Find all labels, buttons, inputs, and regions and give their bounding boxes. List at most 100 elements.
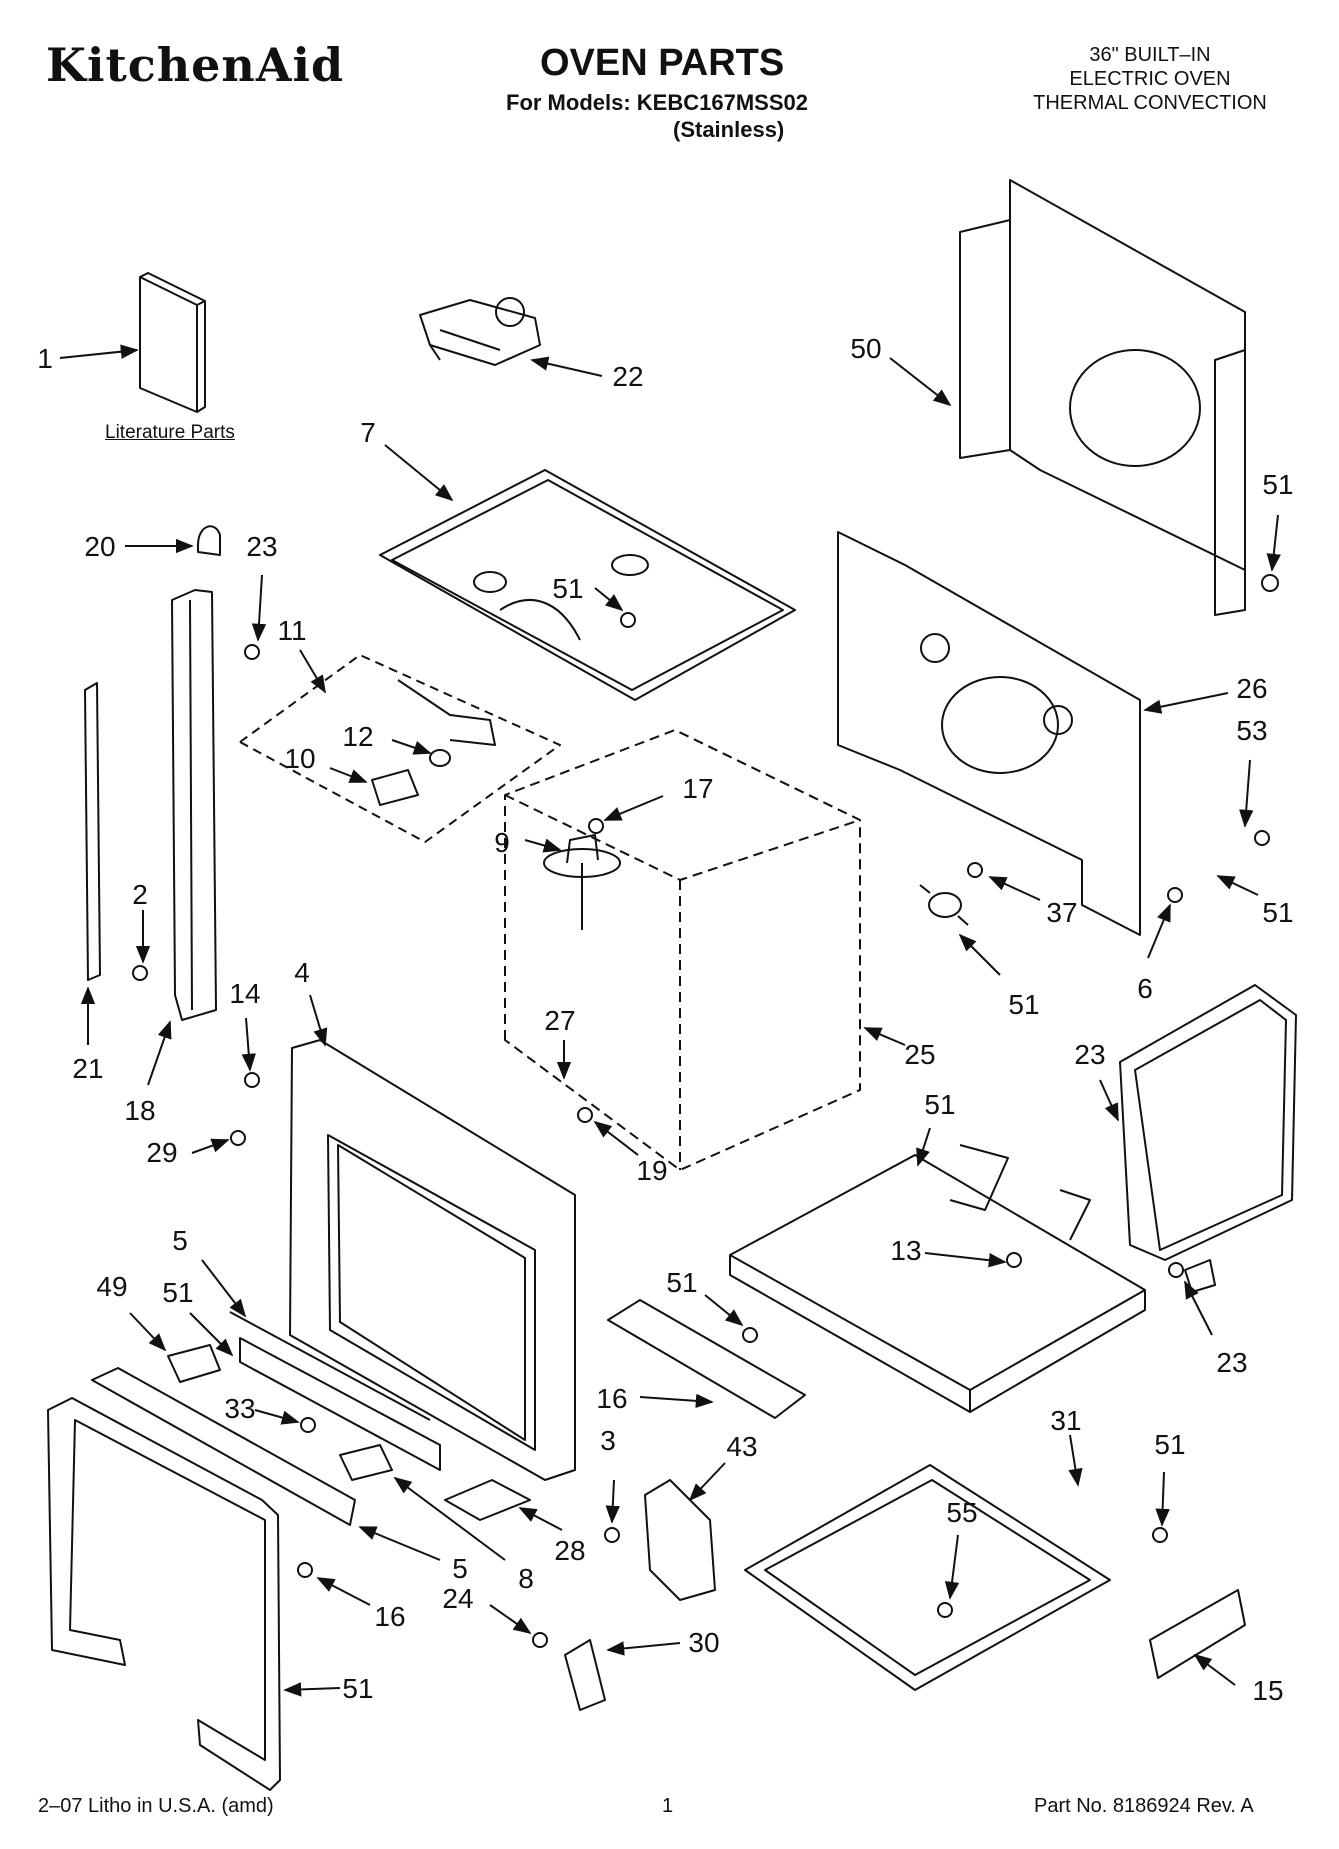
spec-line: 36" BUILT–IN — [1089, 44, 1211, 66]
page-number: 1 — [662, 1795, 674, 1817]
leader-line — [688, 1462, 726, 1502]
part-callout: 51 — [162, 1277, 193, 1308]
leader-line — [958, 933, 1001, 976]
screw-part — [1261, 574, 1279, 592]
variant-label: (Stainless) — [673, 117, 785, 142]
leader-line — [241, 1017, 256, 1072]
trim-strip-part — [229, 1311, 431, 1421]
part-callout: 6 — [1137, 973, 1153, 1004]
leader-line — [1068, 1434, 1083, 1487]
part-callout: 50 — [850, 333, 881, 364]
part-callout: 23 — [246, 531, 277, 562]
lens-part — [371, 769, 419, 806]
leader-line — [384, 444, 454, 502]
part-callout: 23 — [1216, 1347, 1247, 1378]
vent-strip-part — [91, 1367, 356, 1526]
spacer-block-part — [339, 1444, 393, 1481]
leader-line — [1193, 1653, 1236, 1686]
hinge-bracket-part — [644, 1479, 716, 1601]
models-line: For Models: KEBC167MSS02 — [506, 90, 808, 115]
part-callout: 15 — [1252, 1675, 1283, 1706]
rear-panel-part — [959, 179, 1246, 616]
leader-line — [316, 1577, 371, 1606]
leader-line — [1239, 759, 1254, 828]
part-callout: 27 — [544, 1005, 575, 1036]
part-callout: 13 — [890, 1235, 921, 1266]
screw-part — [742, 1327, 758, 1343]
spec-line: ELECTRIC OVEN — [1069, 68, 1231, 90]
top-panel-part — [379, 469, 796, 701]
leader-line — [59, 344, 139, 359]
leader-line — [988, 876, 1041, 901]
leader-line — [606, 1641, 681, 1656]
screw-part — [244, 644, 260, 660]
part-callout: 55 — [946, 1497, 977, 1528]
leader-line — [329, 767, 368, 783]
leader-line — [704, 1294, 744, 1327]
brand-logo: KitchenAid — [46, 38, 345, 92]
leader-line — [189, 1312, 234, 1357]
front-frame-side-part — [171, 589, 217, 1021]
leader-line — [129, 1312, 167, 1352]
part-callout: 43 — [726, 1431, 757, 1462]
screw-part — [244, 1072, 260, 1088]
part-callout: 19 — [636, 1155, 667, 1186]
leader-line — [863, 1027, 906, 1046]
leader-line — [924, 1252, 1007, 1268]
leader-line — [594, 587, 624, 612]
leader-line — [201, 1259, 247, 1318]
leader-line — [358, 1526, 441, 1561]
part-callout: 51 — [1262, 897, 1293, 928]
leader-line — [147, 1020, 172, 1086]
bottom-shield-part — [729, 1144, 1146, 1413]
part-callout: 33 — [224, 1393, 255, 1424]
clip-part — [1184, 1259, 1216, 1293]
part-callout: 8 — [518, 1563, 534, 1594]
leader-line — [393, 1476, 506, 1561]
lamp-socket-part — [397, 679, 496, 767]
leader-line — [639, 1393, 714, 1409]
part-callout: 30 — [688, 1627, 719, 1658]
part-callout: 10 — [284, 743, 315, 774]
part-callout: 25 — [904, 1039, 935, 1070]
literature-parts-label: Literature Parts — [105, 422, 235, 443]
part-callout: 14 — [229, 978, 260, 1009]
part-callout: 16 — [374, 1601, 405, 1632]
oven-side-panel-part — [1119, 984, 1297, 1261]
screw-part — [620, 612, 636, 628]
leader-line — [605, 1479, 620, 1524]
screw-part — [1006, 1252, 1022, 1268]
part-callout: 51 — [342, 1673, 373, 1704]
plug-part — [197, 525, 221, 556]
screw-part — [230, 1130, 246, 1146]
part-callout: 26 — [1236, 673, 1267, 704]
screw-part — [588, 818, 604, 834]
leader-line — [944, 1534, 960, 1600]
leader-line — [1099, 1079, 1119, 1122]
part-callout: 9 — [494, 827, 510, 858]
convection-fan-part — [543, 834, 621, 930]
leader-line — [489, 1604, 532, 1635]
leader-line — [518, 1507, 563, 1531]
hinge-receiver-part — [564, 1639, 606, 1711]
leader-line — [524, 838, 562, 853]
leader-line — [1155, 1471, 1170, 1527]
side-trim-part — [84, 682, 101, 981]
leader-line — [593, 1120, 639, 1156]
leader-line — [309, 994, 328, 1047]
deflector-strip-part — [607, 1299, 806, 1419]
leader-line — [1147, 903, 1171, 959]
leader-line — [1143, 692, 1229, 714]
part-callout: 51 — [1008, 989, 1039, 1020]
literature-booklet-part — [139, 272, 206, 413]
front-frame-part — [289, 1039, 576, 1481]
leader-line — [391, 739, 432, 755]
part-callout: 1 — [37, 343, 53, 374]
screw-part — [532, 1632, 548, 1648]
thermal-cutoff-part — [919, 884, 969, 926]
screw-part — [577, 1107, 593, 1123]
kick-plate-part — [1149, 1589, 1246, 1679]
part-callout: 29 — [146, 1137, 177, 1168]
part-callout: 3 — [600, 1425, 616, 1456]
oven-cavity-part — [504, 729, 861, 1171]
